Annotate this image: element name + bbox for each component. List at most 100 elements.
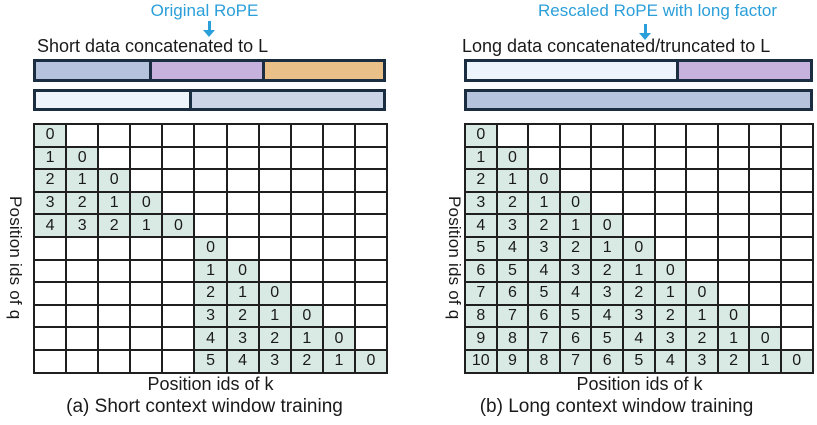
grid-cell-filled: 1 — [227, 283, 260, 306]
grid-cell-empty — [355, 260, 389, 284]
grid-cell-empty — [623, 215, 656, 238]
grid-cell-filled: 5 — [195, 350, 228, 374]
grid-cell-empty — [131, 125, 164, 148]
grid-cell-filled: 3 — [529, 237, 561, 261]
grid-cell-filled: 5 — [497, 260, 530, 284]
bar-segment-near_white — [36, 92, 189, 108]
grid-cell-filled: 2 — [592, 260, 624, 284]
grid-cell-empty — [687, 125, 719, 148]
grid-cell-filled: 1 — [67, 170, 100, 193]
grid-cell-empty — [259, 215, 292, 238]
grid-cell-filled: 0 — [35, 125, 68, 148]
down-arrow-icon — [203, 21, 216, 37]
grid-cell-empty — [781, 283, 814, 306]
grid-cell-empty — [195, 125, 228, 148]
grid-cell-filled: 7 — [497, 305, 530, 329]
arrow-head — [203, 30, 215, 37]
grid-cell-empty — [750, 283, 782, 306]
grid-cell-filled: 3 — [67, 215, 100, 238]
grid-cell-filled: 4 — [195, 328, 228, 351]
grid-cell-empty — [99, 328, 132, 351]
grid-cell-empty — [355, 328, 389, 351]
grid-cell-empty — [623, 192, 656, 216]
grid-cell-filled: 1 — [291, 328, 324, 351]
grid-cell-empty — [781, 328, 814, 351]
grid-cell-filled: 3 — [655, 328, 688, 351]
grid-cell-empty — [781, 305, 814, 329]
grid-cell-empty — [655, 125, 688, 148]
grid-cell-empty — [67, 305, 100, 329]
grid-cell-empty — [227, 192, 260, 216]
grid-cell-empty — [687, 147, 719, 171]
grid-cell-empty — [259, 237, 292, 261]
grid-cell-filled: 3 — [227, 328, 260, 351]
grid-cell-empty — [781, 237, 814, 261]
grid-cell-filled: 0 — [131, 192, 164, 216]
data-label: Long data concatenated/truncated to L — [462, 36, 771, 56]
grid-cell-filled: 6 — [497, 283, 530, 306]
grid-cell-filled: 0 — [195, 237, 228, 261]
panel-short-context-training: Original RoPE Short data concatenated to… — [6, 1, 389, 417]
grid-cell-empty — [718, 260, 751, 284]
grid-cell-empty — [781, 170, 814, 193]
grid-cell-empty — [163, 328, 196, 351]
grid-cell-empty — [323, 283, 356, 306]
grid-cell-filled: 0 — [259, 283, 292, 306]
bar-segment-periwinkle — [188, 92, 383, 108]
grid-cell-filled: 1 — [750, 350, 782, 374]
y-axis-label: Position ids of q — [445, 196, 464, 320]
grid-cell-empty — [355, 170, 389, 193]
grid-cell-filled: 1 — [259, 305, 292, 329]
grid-cell-filled: 1 — [623, 260, 656, 284]
grid-cell-filled: 5 — [466, 237, 498, 261]
grid-cell-filled: 7 — [529, 328, 561, 351]
grid-cell-empty — [355, 215, 389, 238]
grid-cell-empty — [750, 147, 782, 171]
grid-cell-empty — [623, 125, 656, 148]
grid-cell-empty — [163, 192, 196, 216]
grid-cell-empty — [131, 260, 164, 284]
data-sequence-bar — [33, 59, 386, 82]
grid-cell-empty — [67, 283, 100, 306]
grid-cell-empty — [131, 170, 164, 193]
grid-cell-filled: 6 — [466, 260, 498, 284]
grid-cell-empty — [291, 283, 324, 306]
grid-cell-empty — [355, 125, 389, 148]
grid-cell-filled: 0 — [687, 283, 719, 306]
grid-cell-filled: 9 — [466, 328, 498, 351]
grid-cell-empty — [131, 147, 164, 171]
grid-cell-empty — [227, 147, 260, 171]
grid-cell-empty — [781, 125, 814, 148]
grid-cell-empty — [323, 260, 356, 284]
grid-cell-filled: 8 — [466, 305, 498, 329]
grid-cell-empty — [750, 215, 782, 238]
grid-cell-filled: 2 — [67, 192, 100, 216]
grid-cell-empty — [195, 147, 228, 171]
grid-cell-empty — [163, 237, 196, 261]
grid-cell-filled: 0 — [466, 125, 498, 148]
arrow-head — [639, 33, 651, 40]
grid-cell-filled: 2 — [529, 215, 561, 238]
grid-cell-filled: 2 — [291, 350, 324, 374]
grid-cell-empty — [718, 147, 751, 171]
grid-cell-filled: 0 — [291, 305, 324, 329]
grid-cell-empty — [750, 237, 782, 261]
grid-cell-empty — [35, 350, 68, 374]
grid-cell-empty — [781, 215, 814, 238]
grid-cell-empty — [323, 237, 356, 261]
grid-cell-filled: 4 — [592, 305, 624, 329]
grid-cell-empty — [291, 192, 324, 216]
grid-cell-empty — [355, 192, 389, 216]
grid-cell-empty — [67, 125, 100, 148]
grid-cell-filled: 3 — [560, 260, 593, 284]
grid-cell-empty — [99, 125, 132, 148]
grid-cell-empty — [718, 283, 751, 306]
grid-cell-filled: 0 — [99, 170, 132, 193]
grid-cell-filled: 3 — [592, 283, 624, 306]
grid-cell-filled: 3 — [687, 350, 719, 374]
grid-cell-empty — [99, 260, 132, 284]
grid-cell-filled: 2 — [718, 350, 751, 374]
grid-cell-filled: 1 — [529, 192, 561, 216]
grid-cell-empty — [131, 305, 164, 329]
